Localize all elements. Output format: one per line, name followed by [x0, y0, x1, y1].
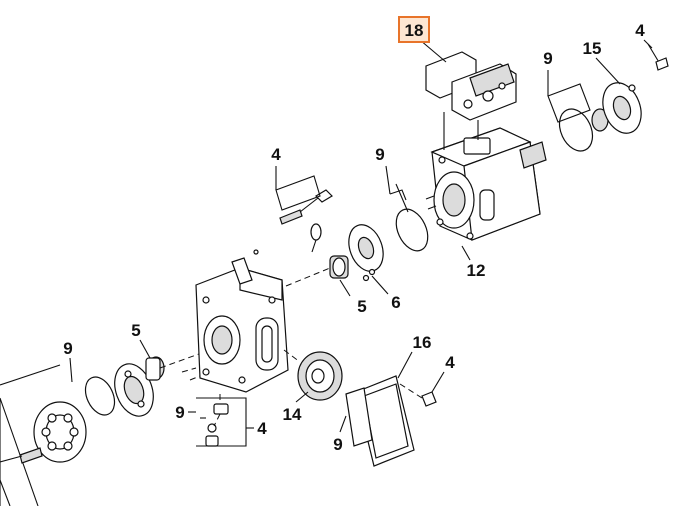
callout-14[interactable]: 14 — [283, 405, 302, 424]
o-ring-center — [395, 208, 429, 252]
center-housing — [181, 249, 289, 393]
bolt-top-center — [279, 189, 333, 225]
o-ring-right — [558, 108, 594, 152]
gasket-bottom — [345, 387, 373, 447]
o-ring-left — [84, 376, 116, 416]
callout-16[interactable]: 16 — [413, 333, 432, 352]
callout-9-bottom-center[interactable]: 9 — [175, 403, 184, 422]
callout-4-bottom-right[interactable]: 4 — [445, 353, 455, 372]
regulator-valve — [425, 51, 517, 150]
bolt-bottom-right — [399, 383, 437, 407]
main-pump-body — [425, 127, 547, 241]
callout-4-far-right[interactable]: 4 — [635, 21, 645, 40]
bearing-center — [329, 255, 349, 279]
callout-9-bottom[interactable]: 9 — [333, 435, 342, 454]
callout-18[interactable]: 18 — [405, 21, 424, 40]
lifting-eye — [310, 223, 322, 253]
callout-9-left[interactable]: 9 — [63, 339, 72, 358]
callout-9-center[interactable]: 9 — [375, 145, 384, 164]
callout-15[interactable]: 15 — [583, 39, 602, 58]
callout-4-top-center[interactable]: 4 — [271, 145, 281, 164]
callout-9-top-right[interactable]: 9 — [543, 49, 552, 68]
bolt-far-right — [647, 43, 669, 71]
drive-gear — [283, 349, 343, 401]
callout-18-highlight — [398, 16, 430, 43]
leader-lines — [69, 39, 653, 447]
callout-4-bottom-center[interactable]: 4 — [257, 419, 267, 438]
fittings-bottom — [200, 394, 229, 447]
callout-5-center[interactable]: 5 — [357, 297, 366, 316]
callouts: 18 4 9 15 4 9 12 5 6 9 5 16 4 9 4 14 9 — [63, 16, 645, 454]
valve-plate-left — [114, 363, 154, 417]
cylinder-block-assembly — [0, 364, 87, 506]
callout-12[interactable]: 12 — [467, 261, 486, 280]
callout-5-left[interactable]: 5 — [131, 321, 140, 340]
cover-plate — [355, 375, 415, 467]
callout-6[interactable]: 6 — [391, 293, 400, 312]
end-cover — [591, 82, 642, 134]
swash-plate — [348, 224, 384, 282]
